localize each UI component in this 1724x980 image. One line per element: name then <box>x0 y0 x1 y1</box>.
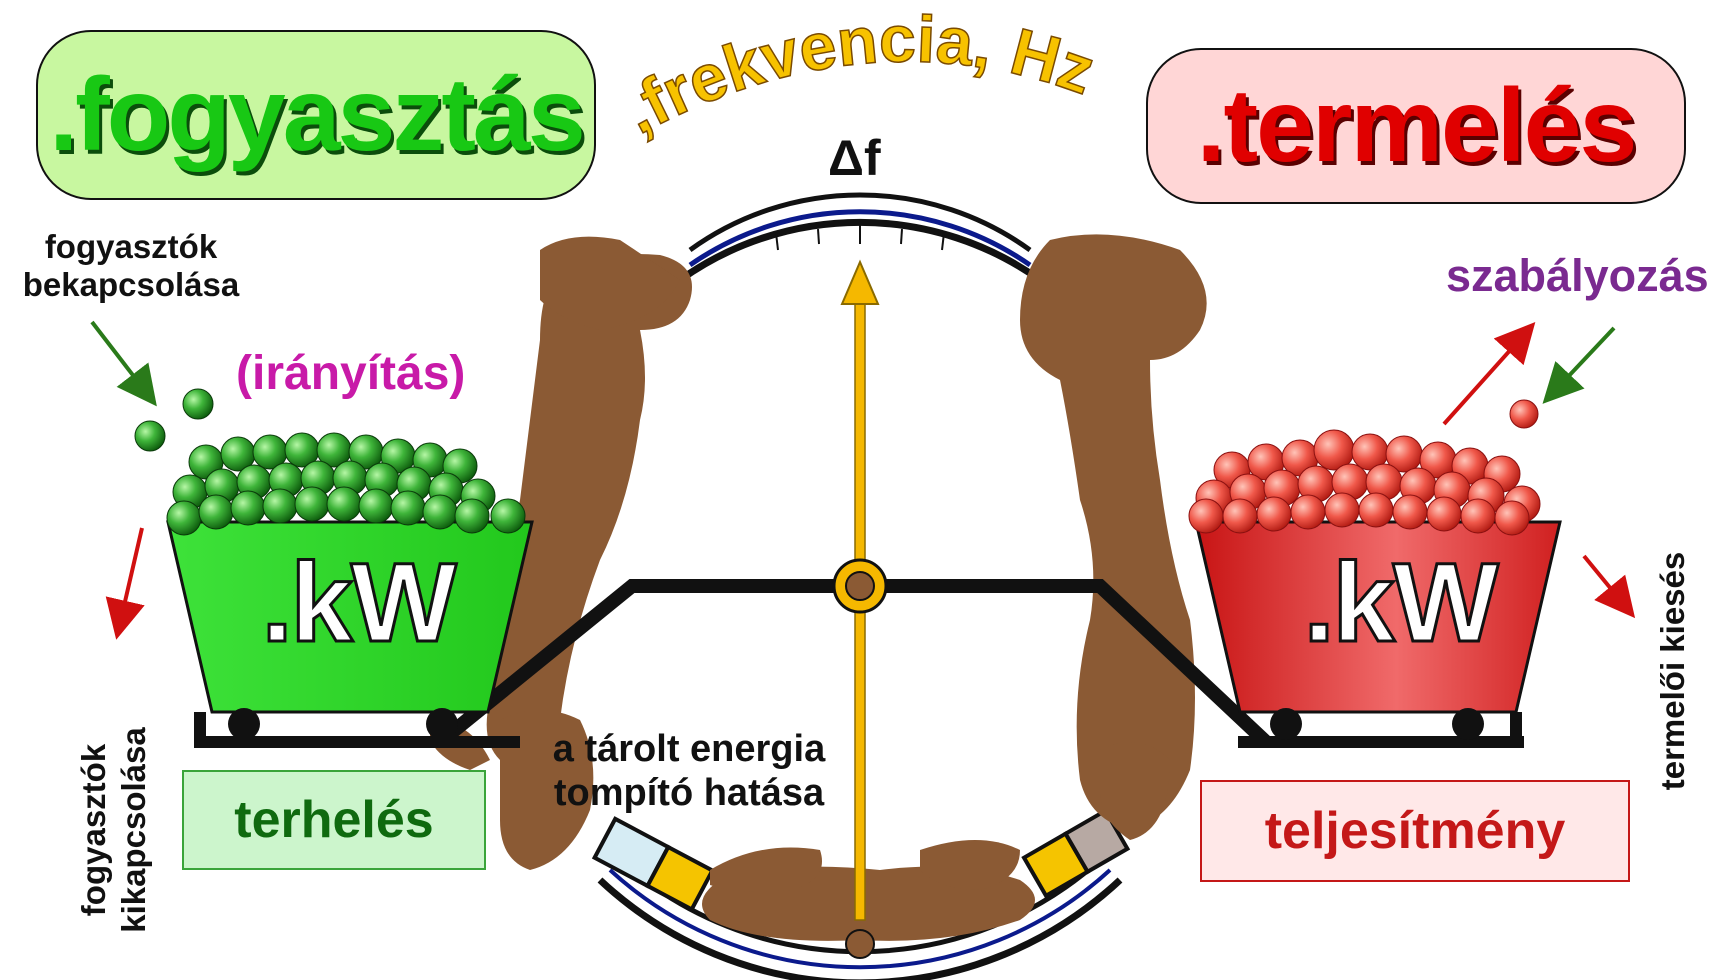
hand-bottom <box>702 840 1035 941</box>
arrow-gen-loss <box>1582 554 1636 619</box>
switch-on-label: fogyasztók bekapcsolása <box>22 228 240 303</box>
arrow-switch-off <box>105 527 145 640</box>
hand-right <box>1020 234 1207 840</box>
production-title-box: .termelés <box>1146 48 1686 204</box>
pivot-bottom <box>845 929 875 959</box>
scale-blue-bottom <box>608 868 1112 970</box>
control-label: (irányítás) <box>236 347 466 400</box>
arrow-regulation-in <box>1542 326 1616 404</box>
pivot-center-core <box>845 571 875 601</box>
green-balls <box>134 388 526 536</box>
damper-right <box>1021 807 1131 899</box>
scale-outer-top <box>677 218 1043 283</box>
power-box: teljesítmény <box>1200 780 1630 882</box>
switch-off-label: fogyasztók kikapcsolása <box>75 727 152 933</box>
scale-ticks <box>775 225 945 251</box>
damper-left <box>591 816 716 913</box>
regulation-label: szabályozás <box>1446 250 1709 301</box>
cart-right <box>1194 520 1562 748</box>
arrow-switch-on <box>90 320 157 407</box>
stored-energy-label: a tárolt energia tompító hatása <box>552 728 826 814</box>
consumption-title-box: .fogyasztás <box>36 30 596 200</box>
cart-left-unit: .kW <box>260 539 458 667</box>
scale-blue-top <box>688 209 1032 268</box>
production-title: .termelés <box>1196 67 1638 184</box>
consumption-title: .fogyasztás <box>49 56 585 173</box>
cart-right-unit: .kW <box>1302 539 1500 667</box>
delta-f-label: Δf <box>828 130 881 186</box>
arrow-regulation-up <box>1442 322 1536 426</box>
power-label: teljesítmény <box>1264 802 1566 860</box>
load-label: terhelés <box>234 791 434 849</box>
scale-outer-bottom <box>597 877 1123 980</box>
scale-inner-top <box>688 192 1032 253</box>
generation-loss-label: termelői kiesés <box>1654 551 1691 791</box>
frequency-title-text: ,frekvencia, Hz <box>610 1 1104 148</box>
cart-left <box>166 520 534 748</box>
hand-left <box>430 236 692 870</box>
frequency-title: ,frekvencia, Hz <box>611 1 1104 147</box>
red-balls <box>1188 399 1541 536</box>
load-box: terhelés <box>182 770 486 870</box>
